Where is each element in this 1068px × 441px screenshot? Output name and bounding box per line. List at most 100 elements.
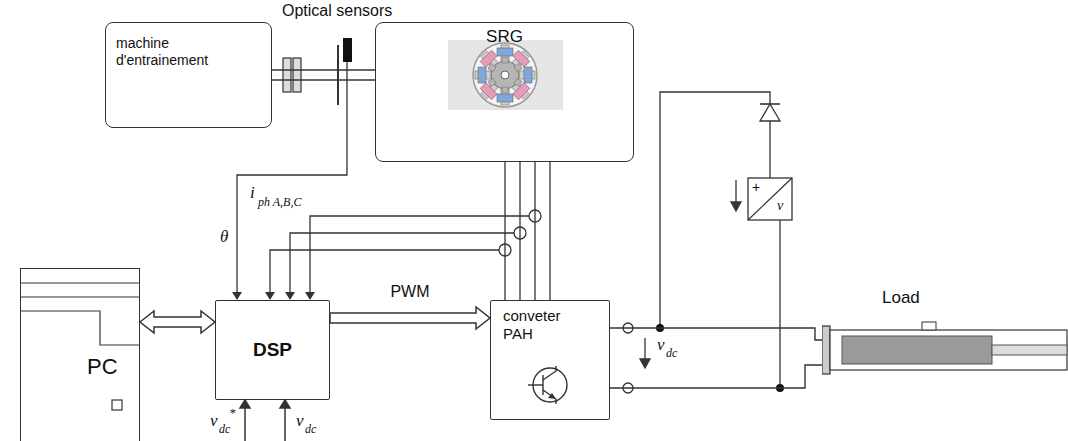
wire-line xyxy=(735,180,736,203)
transistor-symbol xyxy=(528,366,567,404)
wire-line xyxy=(20,282,140,283)
wire-line xyxy=(524,67,532,83)
wire-line xyxy=(283,58,291,92)
diode-bar xyxy=(760,103,780,105)
block-box: machine d'entrainement xyxy=(105,22,272,128)
node-label: PC xyxy=(87,354,118,380)
coupling xyxy=(283,58,301,92)
node-label: conveter PAH xyxy=(503,307,583,343)
wire-line xyxy=(488,57,522,93)
stator-pole xyxy=(475,67,491,83)
node-label: machine d'entrainement xyxy=(116,35,226,69)
wire-line xyxy=(475,45,535,105)
block-box: PC xyxy=(20,268,140,441)
wire-line xyxy=(513,83,530,100)
connector xyxy=(505,162,550,300)
wire-line xyxy=(293,58,301,92)
rotor-tooth xyxy=(502,87,508,93)
wire-line xyxy=(514,78,522,86)
voltage-sensor-wire xyxy=(660,92,780,388)
wire-line xyxy=(478,67,486,83)
wire-line xyxy=(473,43,537,107)
flange xyxy=(822,326,830,374)
rod xyxy=(992,345,1067,355)
wire-line xyxy=(20,296,140,297)
piston xyxy=(842,336,992,364)
wire-line xyxy=(280,400,290,408)
signal-name: dc xyxy=(305,423,316,435)
signal-name: i xyxy=(250,184,255,201)
wire-line xyxy=(140,311,215,333)
wire-line xyxy=(644,338,645,360)
wire-line xyxy=(501,71,509,79)
wire-line xyxy=(640,359,650,368)
encoder-disc xyxy=(337,45,339,105)
wire-line xyxy=(330,307,490,329)
wire-line xyxy=(265,292,275,300)
wire-line xyxy=(20,311,140,345)
wire-line xyxy=(240,400,250,408)
voltage-sensor xyxy=(748,178,792,220)
wire-line xyxy=(284,408,286,441)
voltage-sensor-slash xyxy=(748,178,792,220)
wire-line xyxy=(731,202,741,211)
pc-details xyxy=(20,283,140,410)
signal-name: v xyxy=(657,336,665,353)
wire-line xyxy=(502,87,508,93)
signal-name: * xyxy=(229,406,236,419)
measure-arrow xyxy=(731,180,741,211)
wire-line xyxy=(305,292,315,300)
node-label: Load xyxy=(882,288,920,308)
wire-line xyxy=(497,94,513,102)
load-cylinder: Load xyxy=(822,282,1068,382)
block-box: DSP xyxy=(215,300,330,400)
signal-name: dc xyxy=(219,423,230,435)
signal-name: dc xyxy=(666,347,677,359)
wire-line xyxy=(480,50,497,67)
wire-line xyxy=(488,63,496,71)
connector xyxy=(272,70,375,80)
wire-line xyxy=(610,365,822,388)
arrow-heads xyxy=(265,292,315,300)
wire-line xyxy=(502,57,508,63)
wire-line xyxy=(285,292,295,300)
cylinder-outline xyxy=(822,282,1068,382)
emitter-arrow xyxy=(548,393,556,399)
reference-arrows xyxy=(240,400,290,441)
signal-name: θ xyxy=(220,228,228,245)
sensor-caption: Optical sensors xyxy=(282,3,392,19)
rotor-tooth xyxy=(514,63,522,71)
signal-name: ph A,B,C xyxy=(258,196,301,208)
arrow-head xyxy=(232,292,242,300)
wire-line xyxy=(519,162,520,300)
wire-line xyxy=(491,61,519,89)
signal-name: v xyxy=(777,199,783,213)
wire-line xyxy=(549,162,550,300)
wire-line xyxy=(513,50,530,67)
wire-line xyxy=(534,162,535,300)
stator-pole xyxy=(519,67,535,83)
terminals xyxy=(623,323,633,393)
wire-line xyxy=(504,162,505,300)
wire-line xyxy=(237,62,347,293)
node-label: DSP xyxy=(253,339,292,362)
wire-line xyxy=(543,366,556,380)
rotor-tooth xyxy=(514,78,522,86)
rotor-tooth xyxy=(502,57,508,63)
optical-sensor xyxy=(343,38,352,62)
wire-line xyxy=(272,69,375,70)
wire-line xyxy=(610,328,822,340)
current-wires xyxy=(270,216,529,293)
wire-line xyxy=(272,79,375,80)
theta-wire xyxy=(237,62,347,293)
wire-line xyxy=(497,48,513,56)
wire-line xyxy=(779,220,780,388)
cylinder-body xyxy=(830,330,1067,370)
port xyxy=(922,322,936,330)
srg-picture xyxy=(448,40,563,110)
wire-line xyxy=(310,216,529,293)
node-label: SRG xyxy=(376,23,633,47)
signal-name: v xyxy=(210,412,218,429)
wire-line xyxy=(270,250,499,293)
